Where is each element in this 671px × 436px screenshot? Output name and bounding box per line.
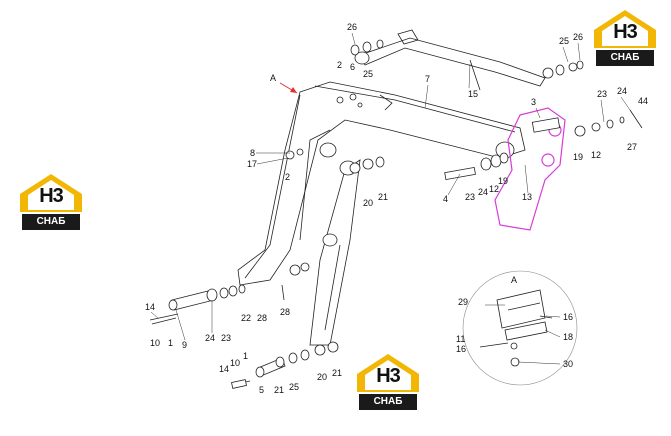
callout: 24 [205,333,215,343]
callout: 13 [522,192,532,202]
callout: 8 [250,148,255,158]
callout: 10 [150,338,160,348]
callout: 19 [498,176,508,186]
detail-label: A [511,275,517,285]
callout: 17 [247,159,257,169]
callout: 27 [627,142,637,152]
view-arrow-a: A [270,73,298,94]
callout: 25 [559,36,569,46]
callout: 6 [350,62,355,72]
callout: 19 [573,152,583,162]
callout: 25 [289,382,299,392]
callout: 15 [468,89,478,99]
logo-tag: СНАБ [359,395,417,409]
callout: 9 [182,340,187,350]
callout-labels: 26 6 25 2 15 25 26 7 3 23 24 44 12 27 19… [145,22,648,395]
callout: 30 [563,359,573,369]
boom-arm [237,81,526,286]
callout: 21 [332,368,342,378]
callout: 23 [465,192,475,202]
callout: 18 [563,332,573,342]
callout: 26 [347,22,357,32]
callout: 24 [617,86,627,96]
logo-brand: H3 [39,185,64,207]
view-marker-label: A [270,73,276,83]
callout: 1 [243,351,248,361]
callout: 2 [285,172,290,182]
callout: 2 [337,60,342,70]
h3-snab-logo: H3 СНАБ [355,352,421,412]
callout: 28 [257,313,267,323]
callout: 11 [456,334,465,344]
arm-link [309,159,361,346]
callout: 3 [531,97,536,107]
logo-tag: СНАБ [22,215,80,229]
callout: 22 [241,313,251,323]
callout: 16 [456,344,466,354]
callout: 12 [591,150,601,160]
lower-left-pin-assembly [149,284,246,325]
logo-brand: H3 [613,21,638,43]
callout: 1 [168,338,173,348]
callout: 12 [489,184,499,194]
callout: 23 [597,89,607,99]
pins-and-washers [281,39,643,301]
lower-right-pin-assembly [231,341,339,389]
callout: 16 [563,312,573,322]
callout: 24 [478,187,488,197]
callout: 29 [458,297,468,307]
callout: 21 [378,192,388,202]
h3-snab-logo: H3 СНАБ [592,8,658,68]
callout: 14 [145,302,155,312]
boom-cylinder [354,29,546,91]
callout: 25 [363,69,373,79]
callout: 10 [230,358,240,368]
detail-view-a [462,270,578,386]
callout: 23 [221,333,231,343]
callout: 20 [363,198,373,208]
callout: 4 [443,194,448,204]
h3-snab-logo: H3 СНАБ [18,172,84,232]
callout: 21 [274,385,284,395]
logo-tag: СНАБ [596,51,654,65]
callout: 28 [280,307,290,317]
callout: 5 [259,385,264,395]
callout: 7 [425,74,430,84]
callout: 44 [638,96,648,106]
callout: 26 [573,32,583,42]
callout: 14 [219,364,229,374]
highlighted-bracket [494,107,566,231]
callout: 20 [317,372,327,382]
logo-brand: H3 [376,365,401,387]
leader-lines [150,32,631,365]
